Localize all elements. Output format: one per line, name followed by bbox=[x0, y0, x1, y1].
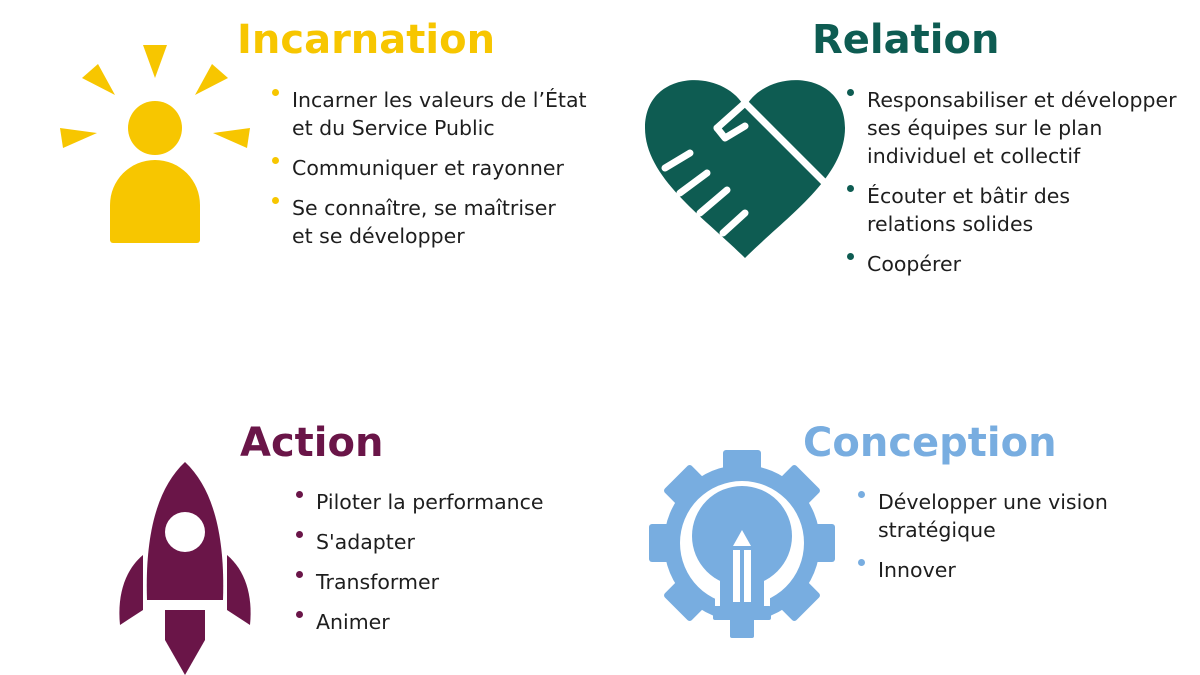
list-item: Responsabiliser et développer ses équipe… bbox=[847, 86, 1192, 170]
conception-list: Développer une vision stratégique Innove… bbox=[858, 488, 1158, 596]
incarnation-list: Incarner les valeurs de l’État et du Ser… bbox=[272, 86, 602, 262]
list-item: Écouter et bâtir des relations solides bbox=[847, 182, 1192, 238]
section-title-action: Action bbox=[240, 420, 384, 466]
list-item: Piloter la performance bbox=[296, 488, 596, 516]
list-item: Innover bbox=[858, 556, 1158, 584]
list-item: Coopérer bbox=[847, 250, 1192, 278]
list-item: Développer une vision stratégique bbox=[858, 488, 1158, 544]
list-item: Transformer bbox=[296, 568, 596, 596]
action-list: Piloter la performance S'adapter Transfo… bbox=[296, 488, 596, 648]
list-item: S'adapter bbox=[296, 528, 596, 556]
list-item: Communiquer et rayonner bbox=[272, 154, 602, 182]
heart-handshake-icon bbox=[645, 80, 845, 258]
list-item: Incarner les valeurs de l’État et du Ser… bbox=[272, 86, 602, 142]
list-item: Se connaître, se maîtriser et se dévelop… bbox=[272, 194, 602, 250]
section-title-incarnation: Incarnation bbox=[237, 17, 496, 63]
section-title-relation: Relation bbox=[812, 17, 1000, 63]
section-title-conception: Conception bbox=[803, 420, 1057, 466]
person-radiating-icon bbox=[60, 45, 250, 243]
relation-list: Responsabiliser et développer ses équipe… bbox=[847, 86, 1192, 290]
gear-lightbulb-icon bbox=[649, 450, 835, 643]
list-item: Animer bbox=[296, 608, 596, 636]
rocket-icon bbox=[119, 462, 251, 675]
